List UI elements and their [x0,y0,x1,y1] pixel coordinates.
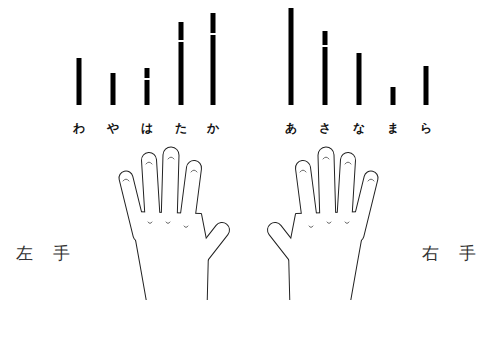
bars [77,8,429,105]
kana-label: さ [319,122,331,134]
kana-label: た [175,122,187,134]
bar [77,58,82,105]
kana-label: ま [387,122,399,134]
bar [391,87,396,105]
kana-label: や [107,122,119,134]
kana-label: あ [285,122,297,134]
bar-gap [178,40,184,42]
bar [179,22,184,105]
hand-label: 右手 [422,245,496,262]
bar [111,73,116,105]
bar [211,13,216,105]
bar-gap [210,33,216,35]
kana-label: は [141,122,153,134]
hand-label: 左手 [16,245,90,262]
bar [424,66,429,105]
bar [289,8,294,105]
kana-label: わ [73,122,85,134]
bar [357,53,362,105]
bar-gaps [144,33,328,80]
bar [323,31,328,105]
kana-label: か [207,122,219,134]
bar-gap [322,45,328,47]
bar [145,68,150,105]
kana-label: な [353,122,365,134]
bar-gap [144,78,150,80]
wrist-cut [0,300,497,338]
kana-label: ら [420,122,432,134]
